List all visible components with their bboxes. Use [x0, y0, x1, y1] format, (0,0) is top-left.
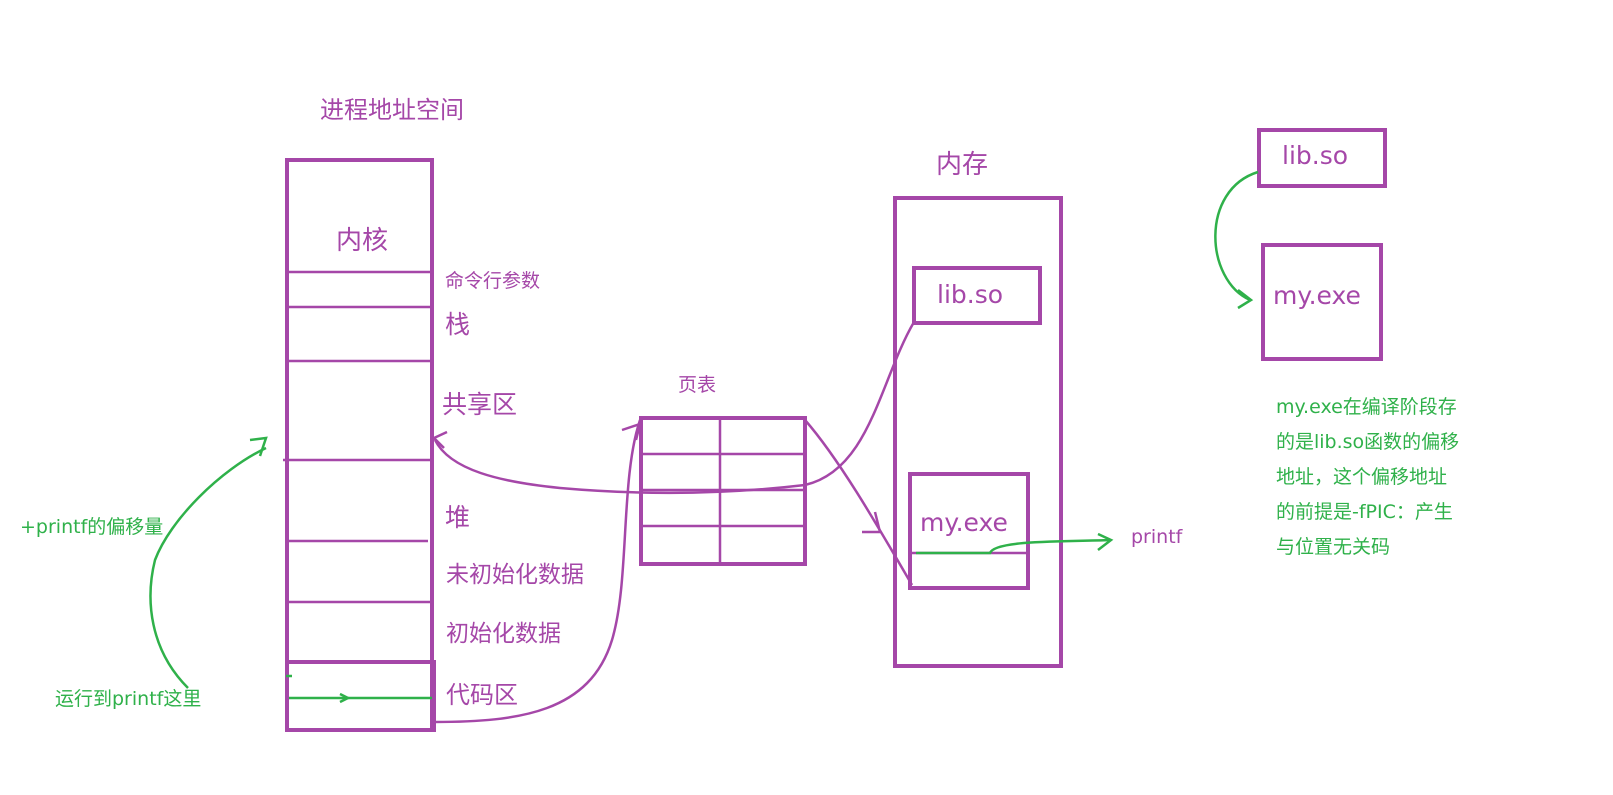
lib-to-exe-head	[1237, 289, 1254, 310]
memory-lib-label: lib.so	[937, 280, 1004, 309]
lib-to-exe-curve	[1214, 170, 1259, 302]
right-lib-label: lib.so	[1282, 141, 1349, 170]
memory-exe-box	[908, 472, 1030, 590]
run-to-annotation: 运行到printf这里	[55, 688, 202, 710]
page-table-to-exe-line	[804, 419, 914, 586]
page-table-to-lib-line	[804, 321, 916, 487]
segment-cmdline-label: 命令行参数	[445, 270, 541, 292]
fpic-note: my.exe在编译阶段存 的是lib.so函数的偏移 地址，这个偏移地址 的前提…	[1276, 390, 1459, 565]
segment-kernel-label: 内核	[336, 226, 389, 256]
shared-arrow-head	[431, 430, 448, 449]
page-table-arrow-head	[621, 422, 642, 441]
segment-heap-label: 堆	[445, 503, 471, 532]
printf-green-head	[1097, 532, 1114, 551]
code-segment-box	[285, 660, 436, 732]
note-line: 的前提是-fPIC：产生	[1276, 501, 1453, 523]
segment-bss-label: 未初始化数据	[446, 562, 584, 588]
segment-shared-label: 共享区	[442, 390, 518, 419]
memory-lib-box	[912, 266, 1042, 325]
right-lib-box	[1257, 128, 1387, 188]
memory-exe-label: my.exe	[920, 508, 1008, 537]
note-line: my.exe在编译阶段存	[1276, 396, 1457, 418]
printf-green-arrow	[916, 538, 1111, 555]
right-exe-label: my.exe	[1273, 281, 1361, 310]
code-green-arrow	[339, 692, 351, 704]
memory-box	[893, 196, 1063, 668]
right-exe-box	[1261, 243, 1383, 361]
address-space-title: 进程地址空间	[320, 96, 464, 124]
offset-curve-head	[249, 436, 268, 457]
exe-arrow-tick	[862, 511, 882, 534]
note-line: 与位置无关码	[1276, 536, 1391, 558]
page-table-title: 页表	[678, 374, 717, 396]
offset-annotation: +printf的偏移量	[20, 516, 164, 538]
memory-title: 内存	[936, 150, 989, 180]
offset-curve-arrow	[149, 446, 267, 689]
segment-code-label: 代码区	[446, 681, 518, 709]
printf-label: printf	[1131, 526, 1183, 548]
page-table-to-shared-arrow	[433, 439, 806, 495]
note-line: 地址，这个偏移地址	[1276, 466, 1448, 488]
note-line: 的是lib.so函数的偏移	[1276, 431, 1460, 453]
segment-data-label: 初始化数据	[446, 621, 561, 647]
code-to-page-table-arrow	[433, 419, 642, 724]
segment-stack-label: 栈	[445, 310, 471, 339]
